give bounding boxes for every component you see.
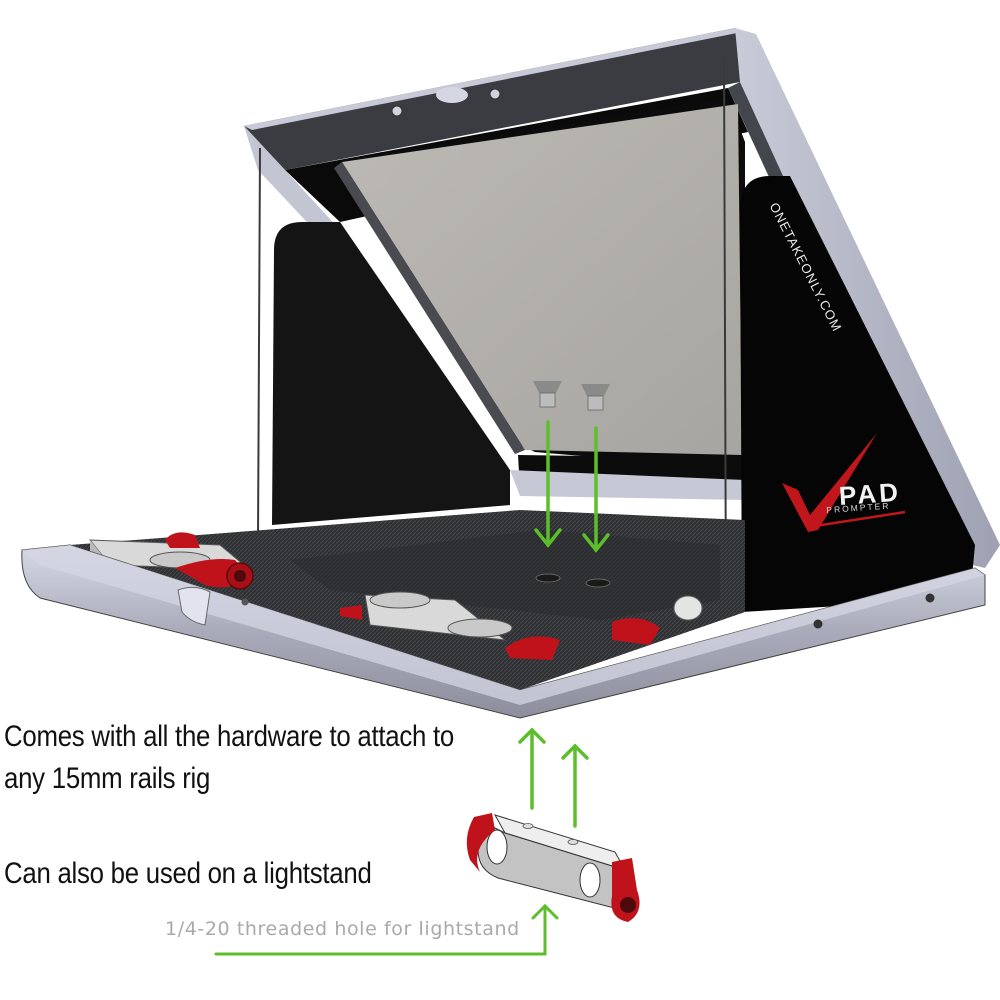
hood-notch (436, 87, 468, 103)
clamp-arrows (518, 727, 589, 828)
lightstand-arrow (214, 903, 559, 956)
callout-threaded-hole: 1/4-20 threaded hole for lightstand (165, 918, 520, 940)
countersunk-screw-1 (533, 381, 562, 408)
logo-checkmark-icon (782, 433, 877, 532)
red-knob (466, 813, 495, 872)
hood-right-frame (735, 28, 1000, 568)
arrow-up (214, 904, 547, 956)
support-wire (257, 147, 261, 541)
left-side-panel (272, 222, 510, 525)
hood-left-frame (244, 126, 340, 236)
base-notch (177, 586, 211, 626)
hood-top-bar (244, 28, 752, 170)
red-knob (340, 605, 362, 620)
red-knob (505, 636, 560, 660)
red-knob (612, 618, 660, 645)
red-knob (165, 532, 200, 548)
right-side-panel (740, 176, 975, 612)
beam-splitter-glass (334, 98, 745, 500)
hood-screw (489, 88, 501, 100)
countersunk-screw-2 (581, 384, 610, 411)
rail-clamp-center (340, 591, 703, 660)
caption-lightstand: Can also be used on a lightstand (4, 857, 372, 890)
logo-underline (814, 510, 906, 528)
caption-hardware: Comes with all the hardware to attach to… (4, 720, 455, 795)
screw-arrows (534, 420, 610, 553)
hood-screw (391, 105, 403, 117)
rail-clamp-detached (466, 813, 640, 922)
